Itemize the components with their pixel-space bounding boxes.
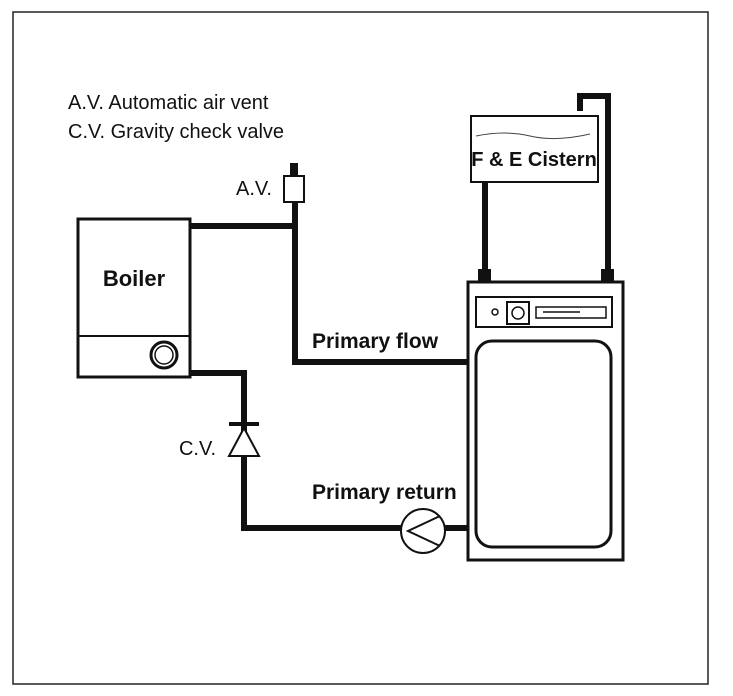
fe-cistern xyxy=(470,115,599,183)
hot-water-cylinder xyxy=(466,269,625,562)
thermostat-icon xyxy=(506,301,530,325)
primary-flow-label: Primary flow xyxy=(312,330,439,353)
air-vent-icon xyxy=(283,163,305,203)
boiler xyxy=(76,217,192,379)
legend-check-valve: C.V. Gravity check valve xyxy=(68,121,284,143)
diagram-frame xyxy=(12,11,709,685)
cistern-label: F & E Cistern xyxy=(471,149,597,171)
open-vent-pipe xyxy=(577,93,611,275)
primary-return-pipe xyxy=(187,370,403,531)
primary-return-label: Primary return xyxy=(312,481,457,504)
boiler-label: Boiler xyxy=(103,266,166,291)
legend-air-vent: A.V. Automatic air vent xyxy=(68,92,269,114)
indicator-light-icon xyxy=(491,308,499,316)
primary-flow-pipe xyxy=(187,223,493,365)
check-valve-icon xyxy=(227,422,261,457)
check-valve-label: C.V. xyxy=(179,438,216,460)
pump-icon xyxy=(400,508,446,554)
air-vent-label: A.V. xyxy=(236,178,272,200)
